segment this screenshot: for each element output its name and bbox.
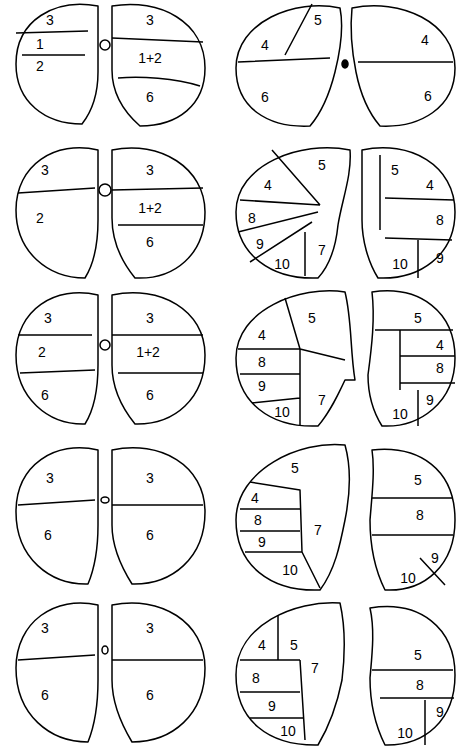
- segment-number: 8: [416, 678, 424, 692]
- segment-number: 5: [318, 158, 326, 172]
- segment-number: 5: [414, 648, 422, 662]
- segment-number: 6: [146, 235, 154, 249]
- segment-number: 5: [291, 461, 299, 475]
- segment-number: 6: [424, 89, 432, 103]
- segment-number: 6: [261, 90, 269, 104]
- segment-number: 10: [282, 563, 298, 577]
- segment-number: 9: [256, 237, 264, 251]
- segment-number: 6: [146, 688, 154, 702]
- segment-number: 4: [421, 33, 429, 47]
- segment-number: 9: [436, 251, 444, 265]
- segment-number: 4: [258, 328, 266, 342]
- segment-number: 1+2: [136, 345, 160, 359]
- segment-number: 4: [426, 178, 434, 192]
- segment-number: 10: [274, 405, 290, 419]
- segment-number: 10: [274, 257, 290, 271]
- segment-number: 10: [280, 724, 296, 738]
- segment-number: 3: [44, 311, 52, 325]
- segment-number: 6: [41, 688, 49, 702]
- segment-number: 9: [426, 393, 434, 407]
- segment-number: 5: [290, 638, 298, 652]
- segment-number: 2: [36, 211, 44, 225]
- segment-number: 3: [146, 311, 154, 325]
- segment-number: 3: [46, 471, 54, 485]
- segment-number: 3: [146, 471, 154, 485]
- segment-number: 5: [314, 13, 322, 27]
- segment-number: 7: [318, 393, 326, 407]
- segment-number: 3: [41, 621, 49, 635]
- segment-number: 8: [416, 508, 424, 522]
- segment-number: 3: [146, 621, 154, 635]
- segment-number: 5: [414, 473, 422, 487]
- segment-number: 2: [36, 59, 44, 73]
- segment-number: 7: [311, 661, 319, 675]
- segment-number: 10: [392, 407, 408, 421]
- segment-number: 10: [400, 571, 416, 585]
- segment-number: 5: [391, 163, 399, 177]
- segment-number: 5: [414, 311, 422, 325]
- segment-number: 1+2: [138, 201, 162, 215]
- segment-number: 8: [252, 671, 260, 685]
- segment-number: 7: [318, 243, 326, 257]
- segment-number: 4: [264, 178, 272, 192]
- segment-number: 8: [258, 355, 266, 369]
- segment-number: 4: [258, 638, 266, 652]
- segment-number: 4: [251, 491, 259, 505]
- segment-number: 3: [41, 163, 49, 177]
- segment-number: 6: [146, 528, 154, 542]
- segment-number: 10: [397, 726, 413, 740]
- segment-number: 3: [46, 13, 54, 27]
- segment-number: 10: [392, 257, 408, 271]
- segment-number: 4: [261, 38, 269, 52]
- segment-number: 9: [258, 535, 266, 549]
- segment-number: 6: [41, 388, 49, 402]
- segment-number: 9: [431, 551, 439, 565]
- segment-number: 9: [268, 699, 276, 713]
- segment-number: 8: [436, 213, 444, 227]
- segment-number: 6: [146, 388, 154, 402]
- segment-number: 9: [258, 379, 266, 393]
- segment-number: 9: [436, 705, 444, 719]
- segment-number: 1: [36, 37, 44, 51]
- segment-number: 7: [314, 523, 322, 537]
- segment-number: 2: [38, 345, 46, 359]
- segment-number: 1+2: [138, 51, 162, 65]
- segment-number: 6: [146, 90, 154, 104]
- segment-number: 8: [254, 513, 262, 527]
- segment-number: 6: [44, 528, 52, 542]
- segment-number: 5: [308, 311, 316, 325]
- segment-number: 8: [436, 361, 444, 375]
- segment-number: 3: [146, 163, 154, 177]
- segment-number: 8: [248, 211, 256, 225]
- segment-number: 3: [146, 13, 154, 27]
- segment-number: 4: [436, 338, 444, 352]
